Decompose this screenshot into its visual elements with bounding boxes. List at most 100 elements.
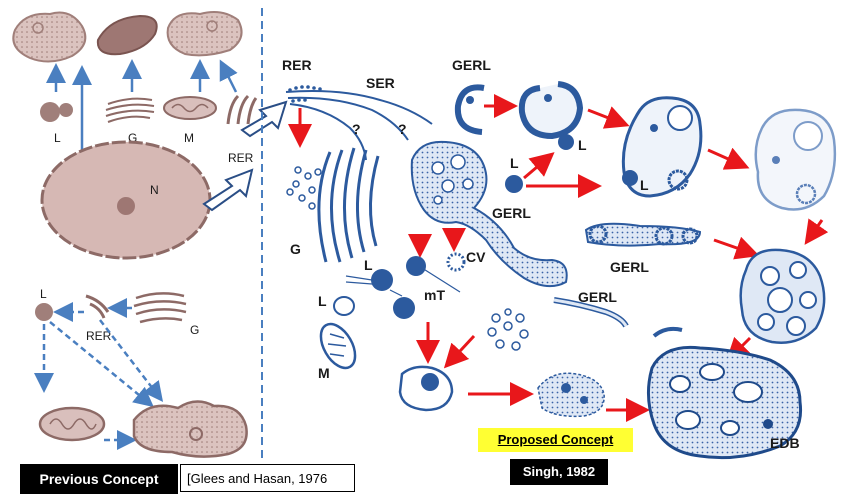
proposed-label-GERL-band: GERL (610, 259, 649, 275)
previous-rer-small (226, 94, 258, 125)
proposed-label-L3: L (578, 137, 587, 153)
previous-vacuole-2 (166, 11, 243, 57)
previous-vacuole-2-core (206, 20, 218, 32)
previous2-label-RER: RER (86, 329, 112, 343)
previous-vacuole-1-core (32, 22, 44, 34)
previous-dashed-arrow-L-diag (49, 321, 154, 408)
previous-concept-citation: [Glees and Hasan, 1976 (180, 464, 355, 492)
proposed-lysosome-3 (393, 297, 415, 319)
proposed-microtubules (345, 267, 461, 297)
proposed-rer-ser-membranes (285, 90, 433, 161)
proposed-arrow-rosette-diag (443, 334, 476, 369)
proposed-label-RER: RER (282, 57, 312, 73)
proposed-coated-vesicle (446, 252, 466, 272)
proposed-faded-vacuole-dot (772, 156, 780, 164)
proposed-gerl-ring-dot (544, 94, 552, 102)
proposed-gerl-central-vacuoles (431, 154, 474, 205)
proposed-concept-citation: Singh, 1982 (510, 459, 608, 485)
previous-golgi-lower (133, 292, 187, 324)
proposed-band-whorl-1 (588, 224, 608, 244)
proposed-gerl-ring-lysosome (558, 134, 574, 150)
proposed-arrow-band (713, 236, 760, 260)
proposed-band-whorl-2 (654, 226, 674, 246)
proposed-question-2: ? (398, 121, 407, 137)
proposed-golgi-stack (317, 147, 380, 263)
proposed-lysosome-1 (371, 269, 393, 291)
proposed-arrow-L-up (523, 152, 555, 180)
proposed-degrading-body (537, 372, 605, 418)
proposed-label-L5: L (640, 177, 649, 193)
previous-vacuole-1 (12, 11, 87, 63)
previous-arrow-RER-up (219, 59, 238, 93)
proposed-large-ring-dot (650, 124, 658, 132)
previous-mitochondrion-lower-cristae (49, 418, 97, 430)
proposed-faded-vacuole-whorl (795, 183, 817, 205)
previous-dashed-arrow-RER-diag (99, 319, 164, 402)
proposed-gerl-central (410, 140, 568, 288)
proposed-mitochondrion (319, 322, 357, 370)
previous-hollow-arrow-upper (240, 100, 288, 138)
proposed-label-mT: mT (424, 287, 445, 303)
previous-mitochondrion-cristae (171, 103, 209, 113)
proposed-edb (647, 345, 803, 460)
proposed-small-vacuole (333, 296, 355, 316)
previous-mitochondrion-lower (38, 406, 106, 442)
proposed-gerl-ring (518, 81, 584, 140)
proposed-large-ring-lysosome (622, 170, 638, 186)
proposed-concept-panel: RER SER ? ? G (282, 57, 837, 460)
proposed-label-EDB: EDB (770, 435, 800, 451)
proposed-arrow-gerl-2 (587, 106, 630, 129)
proposed-small-tubule (652, 326, 683, 338)
previous-concept-panel: L G M RER N L (12, 11, 288, 458)
proposed-gerl-c-dot (466, 96, 474, 104)
proposed-vesicles (286, 166, 322, 210)
proposed-label-CV: CV (466, 249, 486, 265)
proposed-lysosome-free (505, 175, 523, 193)
proposed-arrow-gerl-3 (707, 147, 750, 170)
proposed-degrading-spot-2 (580, 396, 588, 404)
proposed-label-G: G (290, 241, 301, 257)
proposed-label-M: M (318, 365, 330, 381)
previous-label-M: M (184, 131, 194, 145)
previous-label-N: N (150, 183, 159, 197)
previous-label-L: L (54, 131, 61, 145)
proposed-label-L4: L (510, 155, 519, 171)
proposed-label-GERL-mid: GERL (492, 205, 531, 221)
proposed-autophagic-lysosome (421, 373, 439, 391)
proposed-concept-caption: Proposed Concept (478, 428, 633, 452)
previous-hollow-arrow-lower (202, 168, 254, 212)
proposed-faded-vacuole-inner (793, 121, 823, 151)
previous-golgi-small (105, 97, 155, 123)
proposed-label-SER: SER (366, 75, 395, 91)
proposed-label-GERL-tubule: GERL (578, 289, 617, 305)
previous-concept-caption: Previous Concept (20, 464, 178, 494)
previous-autophagic-core (189, 427, 203, 441)
proposed-gerl-tubule-fill (553, 298, 628, 327)
proposed-arrow-gerl-4 (804, 218, 829, 245)
previous2-label-G: G (190, 323, 199, 337)
previous-rer-lower (85, 294, 110, 319)
proposed-lysosome-2 (406, 256, 426, 276)
previous2-label-L: L (40, 287, 47, 301)
proposed-label-L1: L (364, 257, 373, 273)
proposed-gerl-c-shape (454, 84, 485, 135)
previous-mitochondrion-product (96, 14, 158, 56)
proposed-edb-dense-spot (763, 419, 773, 429)
proposed-large-ring-inner-1 (667, 105, 693, 131)
previous-lysosome-a (40, 102, 60, 122)
previous-mitochondrion (163, 96, 217, 120)
proposed-label-GERL-top: GERL (452, 57, 491, 73)
proposed-label-L2: L (318, 293, 327, 309)
proposed-vesicle-rosette (487, 308, 529, 351)
proposed-whorl-cluster-items (757, 261, 817, 336)
proposed-degrading-spot-1 (561, 383, 571, 393)
previous-lysosome-lower (35, 303, 53, 321)
proposed-edb-vacuoles (669, 363, 763, 436)
previous-label-RER: RER (228, 151, 254, 165)
proposed-band-whorl-3 (681, 227, 699, 245)
proposed-large-ring-whorl (667, 169, 689, 191)
proposed-question-1: ? (352, 121, 361, 137)
previous-label-G: G (128, 131, 137, 145)
